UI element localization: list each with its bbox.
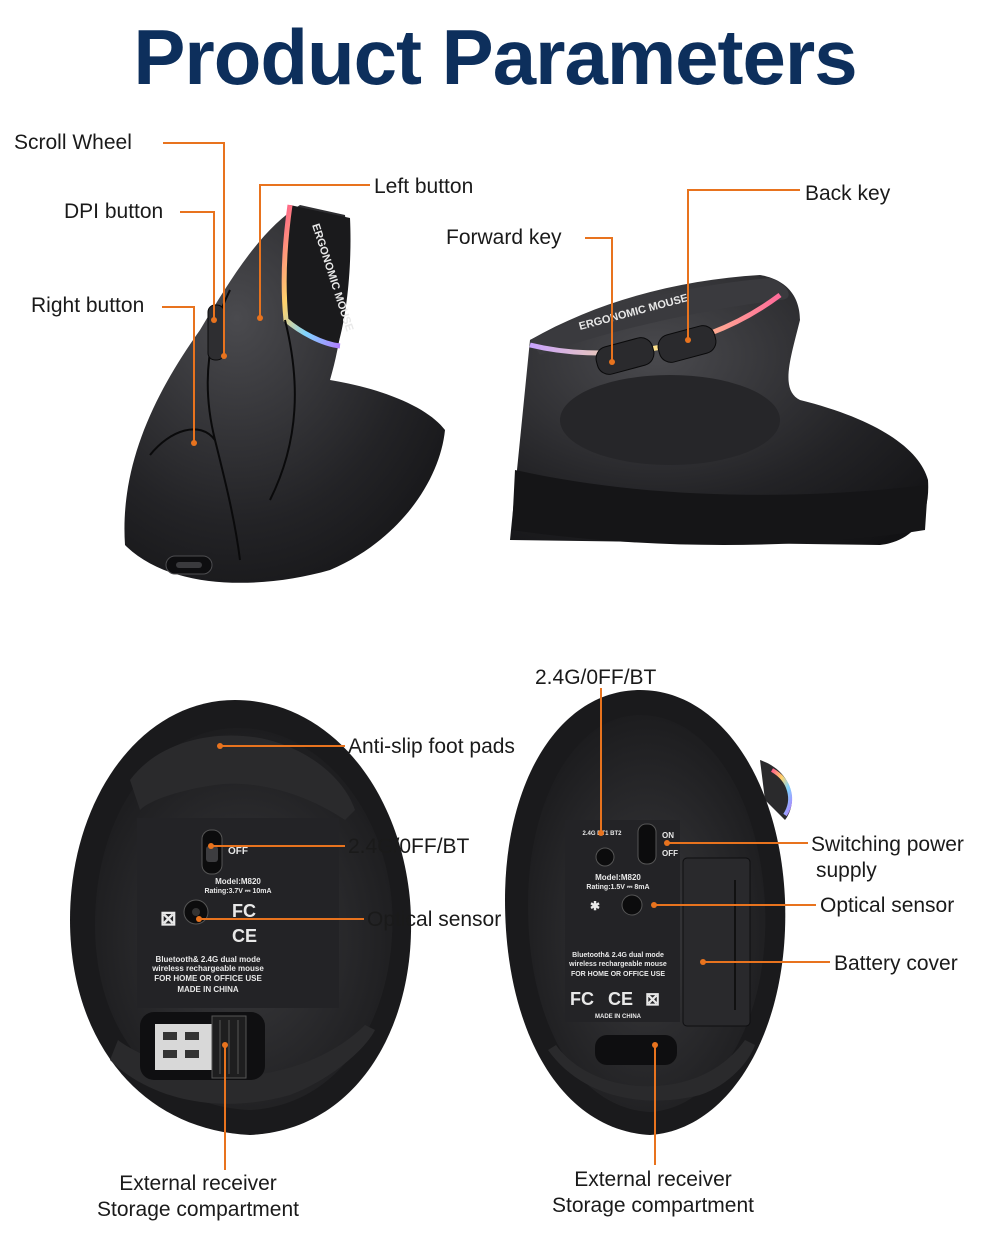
label-switching-power-1: Switching power bbox=[811, 833, 964, 856]
svg-text:FOR HOME OR OFFICE USE: FOR HOME OR OFFICE USE bbox=[571, 971, 665, 978]
label-mode-switch: 2.4G/0FF/BT bbox=[348, 835, 470, 858]
label-right-button: Right button bbox=[31, 294, 145, 317]
svg-text:wireless rechargeable mouse: wireless rechargeable mouse bbox=[151, 964, 264, 973]
svg-text:Model:M820: Model:M820 bbox=[215, 877, 261, 886]
svg-text:MADE IN CHINA: MADE IN CHINA bbox=[177, 985, 239, 994]
svg-text:FC: FC bbox=[570, 989, 594, 1009]
bluetooth-icon: ✱ bbox=[590, 899, 600, 913]
page-title: Product Parameters bbox=[133, 13, 857, 101]
fc-mark-icon: FC bbox=[232, 901, 256, 921]
svg-text:FOR HOME OR OFFICE USE: FOR HOME OR OFFICE USE bbox=[154, 974, 262, 983]
label-receiver-left-2: Storage compartment bbox=[97, 1198, 299, 1221]
label-left-button: Left button bbox=[374, 175, 474, 198]
svg-text:Bluetooth& 2.4G dual mode: Bluetooth& 2.4G dual mode bbox=[156, 955, 261, 964]
mouse-bottom-view-right: 2.4G BT1 BT2 ON OFF Model:M820 Rating:1.… bbox=[505, 690, 793, 1135]
callout-dots bbox=[191, 315, 706, 1048]
label-back-key: Back key bbox=[805, 182, 891, 205]
label-dpi-button: DPI button bbox=[64, 200, 164, 223]
svg-text:wireless rechargeable mouse: wireless rechargeable mouse bbox=[568, 961, 667, 968]
svg-text:Bluetooth& 2.4G dual mode: Bluetooth& 2.4G dual mode bbox=[572, 952, 664, 959]
bin-icon: ⊠ bbox=[160, 908, 177, 930]
svg-text:CE: CE bbox=[608, 989, 633, 1009]
svg-text:OFF: OFF bbox=[228, 846, 248, 857]
mouse-bottom-view-left: OFF Model:M820 Rating:3.7V ⎓ 10mA FC CE … bbox=[70, 700, 412, 1135]
mouse-front-view: ERGONOMIC MOUSE bbox=[124, 204, 446, 583]
label-battery-cover: Battery cover bbox=[834, 952, 958, 975]
mouse-side-view: ERGONOMIC MOUSE bbox=[510, 275, 929, 545]
label-optical-sensor-left: Optical sensor bbox=[367, 908, 502, 931]
svg-text:Rating:1.5V ⎓ 8mA: Rating:1.5V ⎓ 8mA bbox=[586, 884, 649, 891]
label-receiver-right-2: Storage compartment bbox=[552, 1194, 754, 1217]
svg-text:MADE IN CHINA: MADE IN CHINA bbox=[595, 1014, 642, 1020]
label-forward-key: Forward key bbox=[446, 226, 562, 249]
callout-lines bbox=[162, 142, 830, 1170]
label-scroll-wheel: Scroll Wheel bbox=[14, 131, 132, 154]
svg-text:OFF: OFF bbox=[662, 849, 678, 858]
svg-text:⊠: ⊠ bbox=[645, 989, 660, 1009]
label-switching-power-2: supply bbox=[816, 859, 877, 882]
label-mode-switch-top: 2.4G/0FF/BT bbox=[535, 666, 657, 689]
usb-receiver-icon bbox=[155, 1015, 247, 1079]
label-receiver-right-1: External receiver bbox=[574, 1168, 732, 1191]
label-anti-slip: Anti-slip foot pads bbox=[348, 735, 515, 758]
svg-text:ON: ON bbox=[662, 831, 674, 840]
svg-text:Rating:3.7V ⎓ 10mA: Rating:3.7V ⎓ 10mA bbox=[204, 888, 271, 895]
label-optical-sensor-right: Optical sensor bbox=[820, 894, 955, 917]
label-receiver-left-1: External receiver bbox=[119, 1172, 277, 1195]
ce-mark-icon: CE bbox=[232, 926, 257, 946]
svg-text:Model:M820: Model:M820 bbox=[595, 873, 641, 882]
